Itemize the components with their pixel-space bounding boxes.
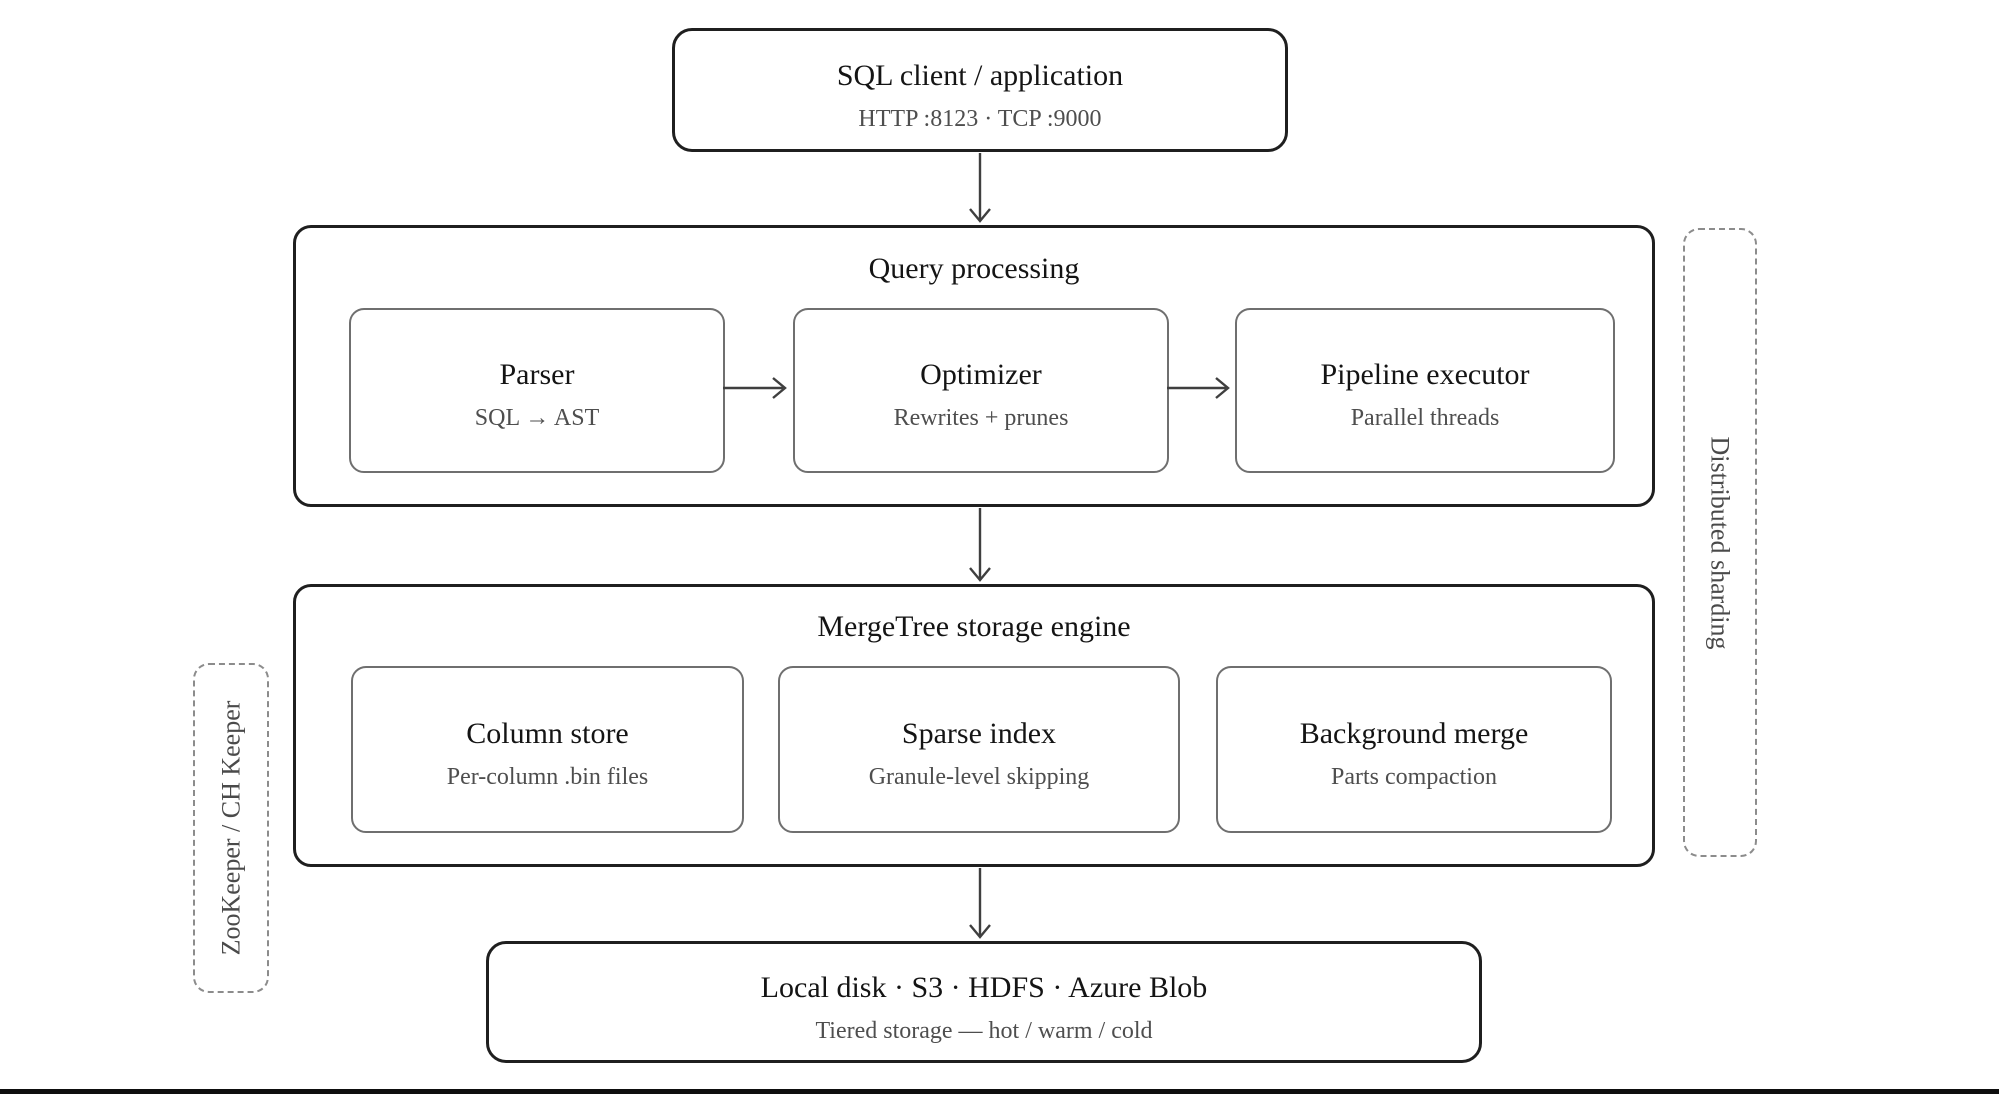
- node-tiered-storage: Local disk · S3 · HDFS · Azure Blob Tier…: [486, 941, 1482, 1063]
- node-parser-subtitle: SQL → AST: [474, 404, 600, 431]
- node-pipeline-executor-title: Pipeline executor: [1320, 357, 1530, 391]
- arrow-client-to-query: [969, 153, 991, 223]
- node-background-merge-subtitle: Parts compaction: [1331, 763, 1497, 790]
- side-box-distributed-sharding-label: Distributed sharding: [1706, 435, 1735, 650]
- node-optimizer-subtitle: Rewrites + prunes: [893, 404, 1069, 431]
- group-query-processing: Query processing Parser SQL → AST Optimi…: [293, 225, 1655, 507]
- side-box-distributed-sharding: Distributed sharding: [1683, 228, 1757, 857]
- node-parser-title: Parser: [499, 357, 575, 391]
- node-column-store-subtitle: Per-column .bin files: [446, 763, 649, 790]
- node-pipeline-executor-subtitle: Parallel threads: [1350, 404, 1500, 431]
- bottom-edge-bar: [0, 1089, 1999, 1094]
- node-background-merge-title: Background merge: [1299, 716, 1529, 750]
- node-sql-client: SQL client / application HTTP :8123 · TC…: [672, 28, 1288, 152]
- side-box-zookeeper-label: ZooKeeper / CH Keeper: [216, 700, 245, 956]
- node-background-merge: Background merge Parts compaction: [1216, 666, 1612, 833]
- node-optimizer: Optimizer Rewrites + prunes: [793, 308, 1169, 473]
- node-tiered-storage-title: Local disk · S3 · HDFS · Azure Blob: [760, 971, 1208, 1004]
- node-sql-client-title: SQL client / application: [836, 59, 1124, 92]
- node-sql-client-subtitle: HTTP :8123 · TCP :9000: [858, 106, 1102, 132]
- node-sparse-index: Sparse index Granule-level skipping: [778, 666, 1180, 833]
- node-parser: Parser SQL → AST: [349, 308, 725, 473]
- side-box-zookeeper: ZooKeeper / CH Keeper: [193, 663, 269, 993]
- node-column-store-title: Column store: [466, 716, 629, 750]
- group-mergetree-storage: MergeTree storage engine Column store Pe…: [293, 584, 1655, 867]
- group-query-processing-title: Query processing: [868, 252, 1080, 285]
- node-sparse-index-subtitle: Granule-level skipping: [868, 763, 1090, 790]
- node-optimizer-title: Optimizer: [920, 357, 1042, 391]
- arrow-query-to-storage: [969, 508, 991, 582]
- arrow-storage-to-tiers: [969, 868, 991, 939]
- node-column-store: Column store Per-column .bin files: [351, 666, 744, 833]
- node-tiered-storage-subtitle: Tiered storage — hot / warm / cold: [815, 1018, 1153, 1044]
- node-sparse-index-title: Sparse index: [901, 716, 1057, 750]
- group-mergetree-storage-title: MergeTree storage engine: [817, 610, 1131, 643]
- node-pipeline-executor: Pipeline executor Parallel threads: [1235, 308, 1615, 473]
